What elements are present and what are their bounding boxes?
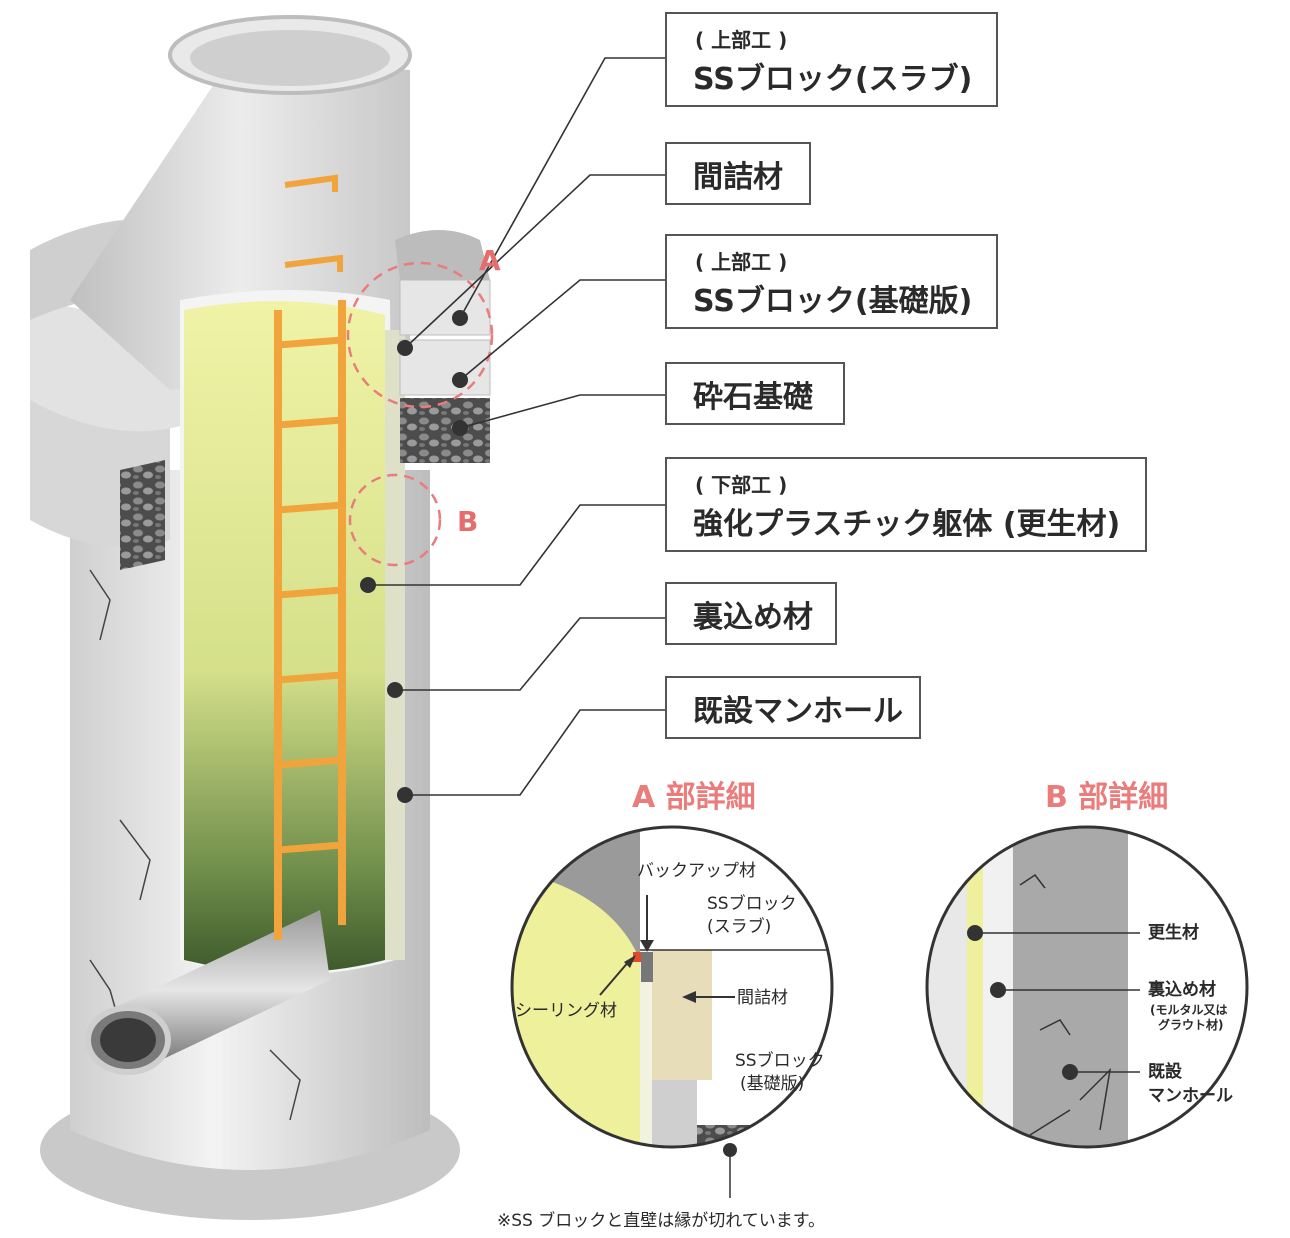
detail-a-slab-line2: (スラブ) bbox=[707, 917, 772, 937]
detail-a-sealing: シーリング材 bbox=[515, 1001, 617, 1021]
detail-b-existing-line1: 既設 bbox=[1148, 1062, 1182, 1082]
leader-lines bbox=[368, 57, 665, 796]
label-backfill: 裏込め材 bbox=[665, 582, 837, 645]
marker-b: B bbox=[457, 505, 479, 538]
detail-b-backfill: 裏込め材 bbox=[1148, 980, 1216, 1000]
marker-a: A bbox=[479, 244, 501, 277]
label-backfill-text: 裏込め材 bbox=[693, 599, 813, 635]
label-base: ( 上部工 ) SSブロック(基礎版) bbox=[665, 234, 998, 329]
label-base-sub: ( 上部工 ) bbox=[695, 250, 788, 274]
leader-dots bbox=[360, 310, 468, 803]
label-filler-text: 間詰材 bbox=[693, 159, 783, 195]
label-gravel-text: 砕石基礎 bbox=[693, 379, 813, 415]
detail-b-backfill-note-line1: (モルタル又は bbox=[1150, 1003, 1228, 1017]
label-frp-body-sub: ( 下部工 ) bbox=[695, 473, 788, 497]
detail-b-circle bbox=[925, 825, 1249, 1149]
label-slab: ( 上部工 ) SSブロック(スラブ) bbox=[665, 12, 998, 107]
detail-b-title: B 部詳細 bbox=[1045, 780, 1169, 815]
label-existing-manhole: 既設マンホール bbox=[665, 676, 921, 739]
label-slab-sub: ( 上部工 ) bbox=[695, 28, 788, 52]
detail-a-title: A 部詳細 bbox=[632, 780, 756, 815]
manhole-illustration bbox=[30, 15, 494, 1220]
footnote: ※SS ブロックと直壁は縁が切れています。 bbox=[497, 1211, 826, 1231]
label-base-main: SSブロック(基礎版) bbox=[693, 284, 973, 319]
label-frp-body-main: 強化プラスチック躯体 (更生材) bbox=[693, 507, 1121, 542]
label-existing-manhole-text: 既設マンホール bbox=[693, 693, 903, 729]
label-gravel: 砕石基礎 bbox=[665, 362, 845, 425]
detail-a-slab-line1: SSブロック bbox=[707, 894, 797, 914]
detail-a-filler: 間詰材 bbox=[737, 988, 788, 1008]
detail-a-base-line2: (基礎版) bbox=[740, 1074, 805, 1094]
detail-b-existing-line2: マンホール bbox=[1148, 1086, 1233, 1106]
detail-b-renewal: 更生材 bbox=[1148, 923, 1199, 943]
label-filler: 間詰材 bbox=[665, 142, 811, 205]
label-slab-main: SSブロック(スラブ) bbox=[693, 62, 973, 97]
detail-b-backfill-note-line2: グラウト材) bbox=[1158, 1018, 1224, 1032]
label-frp-body: ( 下部工 ) 強化プラスチック躯体 (更生材) bbox=[665, 457, 1147, 552]
detail-a-backup: バックアップ材 bbox=[637, 861, 756, 881]
detail-a-base-line1: SSブロック bbox=[735, 1051, 825, 1071]
